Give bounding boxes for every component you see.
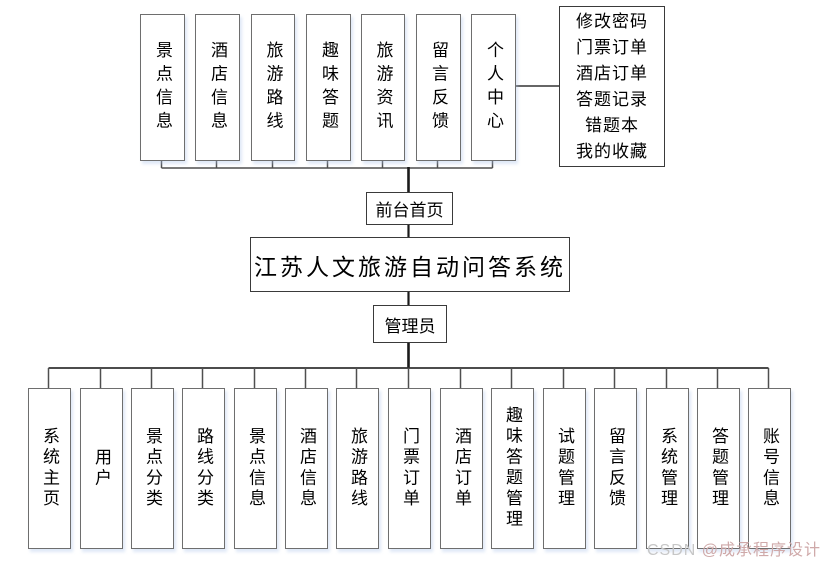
node-label: 酒店信息 bbox=[297, 427, 316, 510]
node-front-home: 前台首页 bbox=[366, 192, 453, 225]
submenu-item: 答题记录 bbox=[576, 89, 648, 109]
node-front-personal-center: 个人中心 bbox=[471, 14, 516, 161]
watermark-prefix: CSDN bbox=[646, 542, 702, 559]
csdn-watermark: CSDN @成承程序设计 bbox=[647, 536, 821, 560]
node-label: 景点信息 bbox=[246, 427, 265, 510]
node-admin-hotel-orders: 酒店订单 bbox=[440, 388, 483, 549]
node-label: 系统管理 bbox=[658, 427, 677, 510]
node-admin-question-management: 试题管理 bbox=[543, 388, 586, 549]
node-label: 留言反馈 bbox=[606, 427, 625, 510]
node-label: 景点分类 bbox=[143, 427, 162, 510]
node-front-scenic-info: 景点信息 bbox=[140, 14, 185, 161]
node-label: 路线分类 bbox=[194, 427, 213, 510]
node-admin-scenic-info: 景点信息 bbox=[234, 388, 277, 549]
node-label: 账号信息 bbox=[760, 427, 779, 510]
node-label: 个人中心 bbox=[484, 40, 503, 135]
node-label: 试题管理 bbox=[555, 427, 574, 510]
node-front-hotel-info: 酒店信息 bbox=[195, 14, 240, 161]
node-admin-users: 用户 bbox=[80, 388, 123, 549]
submenu-item: 酒店订单 bbox=[576, 63, 648, 83]
node-label: 系统主页 bbox=[40, 427, 59, 510]
node-label: 前台首页 bbox=[375, 201, 444, 220]
watermark-author: @成承程序设计 bbox=[701, 542, 821, 559]
node-label: 管理员 bbox=[384, 316, 436, 336]
node-label: 景点信息 bbox=[153, 40, 172, 135]
node-label: 门票订单 bbox=[400, 427, 419, 510]
node-label: 答题管理 bbox=[709, 427, 728, 510]
node-label: 酒店订单 bbox=[452, 427, 471, 510]
node-label: 旅游路线 bbox=[263, 40, 283, 135]
node-admin-ticket-orders: 门票订单 bbox=[388, 388, 431, 549]
node-admin-quiz-management: 趣味答题管理 bbox=[491, 388, 534, 549]
submenu-item: 修改密码 bbox=[576, 11, 648, 31]
node-admin-feedback: 留言反馈 bbox=[594, 388, 637, 549]
node-front-fun-quiz: 趣味答题 bbox=[306, 14, 351, 161]
node-label: 趣味答题管理 bbox=[503, 406, 522, 531]
node-label: 趣味答题 bbox=[319, 40, 338, 135]
node-front-feedback: 留言反馈 bbox=[416, 14, 461, 161]
node-label: 酒店信息 bbox=[208, 40, 227, 135]
node-admin-travel-route: 旅游路线 bbox=[336, 388, 379, 549]
submenu-item: 门票订单 bbox=[576, 37, 648, 57]
node-admin-account-info: 账号信息 bbox=[748, 388, 791, 549]
node-label: 旅游路线 bbox=[348, 427, 367, 510]
node-system-title: 江苏人文旅游自动问答系统 bbox=[250, 237, 570, 292]
submenu-item: 错题本 bbox=[585, 115, 639, 135]
node-admin-answer-management: 答题管理 bbox=[697, 388, 740, 549]
node-admin: 管理员 bbox=[373, 305, 447, 343]
node-label: 旅游资讯 bbox=[373, 40, 393, 135]
node-label: 留言反馈 bbox=[429, 40, 448, 135]
node-admin-scenic-category: 景点分类 bbox=[131, 388, 174, 549]
node-front-travel-route: 旅游路线 bbox=[251, 14, 295, 161]
node-admin-system-management: 系统管理 bbox=[646, 388, 689, 549]
submenu-item: 我的收藏 bbox=[576, 141, 648, 161]
node-admin-system-home: 系统主页 bbox=[28, 388, 71, 549]
node-admin-hotel-info: 酒店信息 bbox=[285, 388, 328, 549]
node-admin-route-category: 路线分类 bbox=[182, 388, 225, 549]
node-front-travel-news: 旅游资讯 bbox=[361, 14, 405, 161]
system-title-label: 江苏人文旅游自动问答系统 bbox=[254, 254, 566, 280]
node-label: 用户 bbox=[92, 447, 111, 490]
node-personal-center-submenu: 修改密码 门票订单 酒店订单 答题记录 错题本 我的收藏 bbox=[559, 6, 665, 167]
